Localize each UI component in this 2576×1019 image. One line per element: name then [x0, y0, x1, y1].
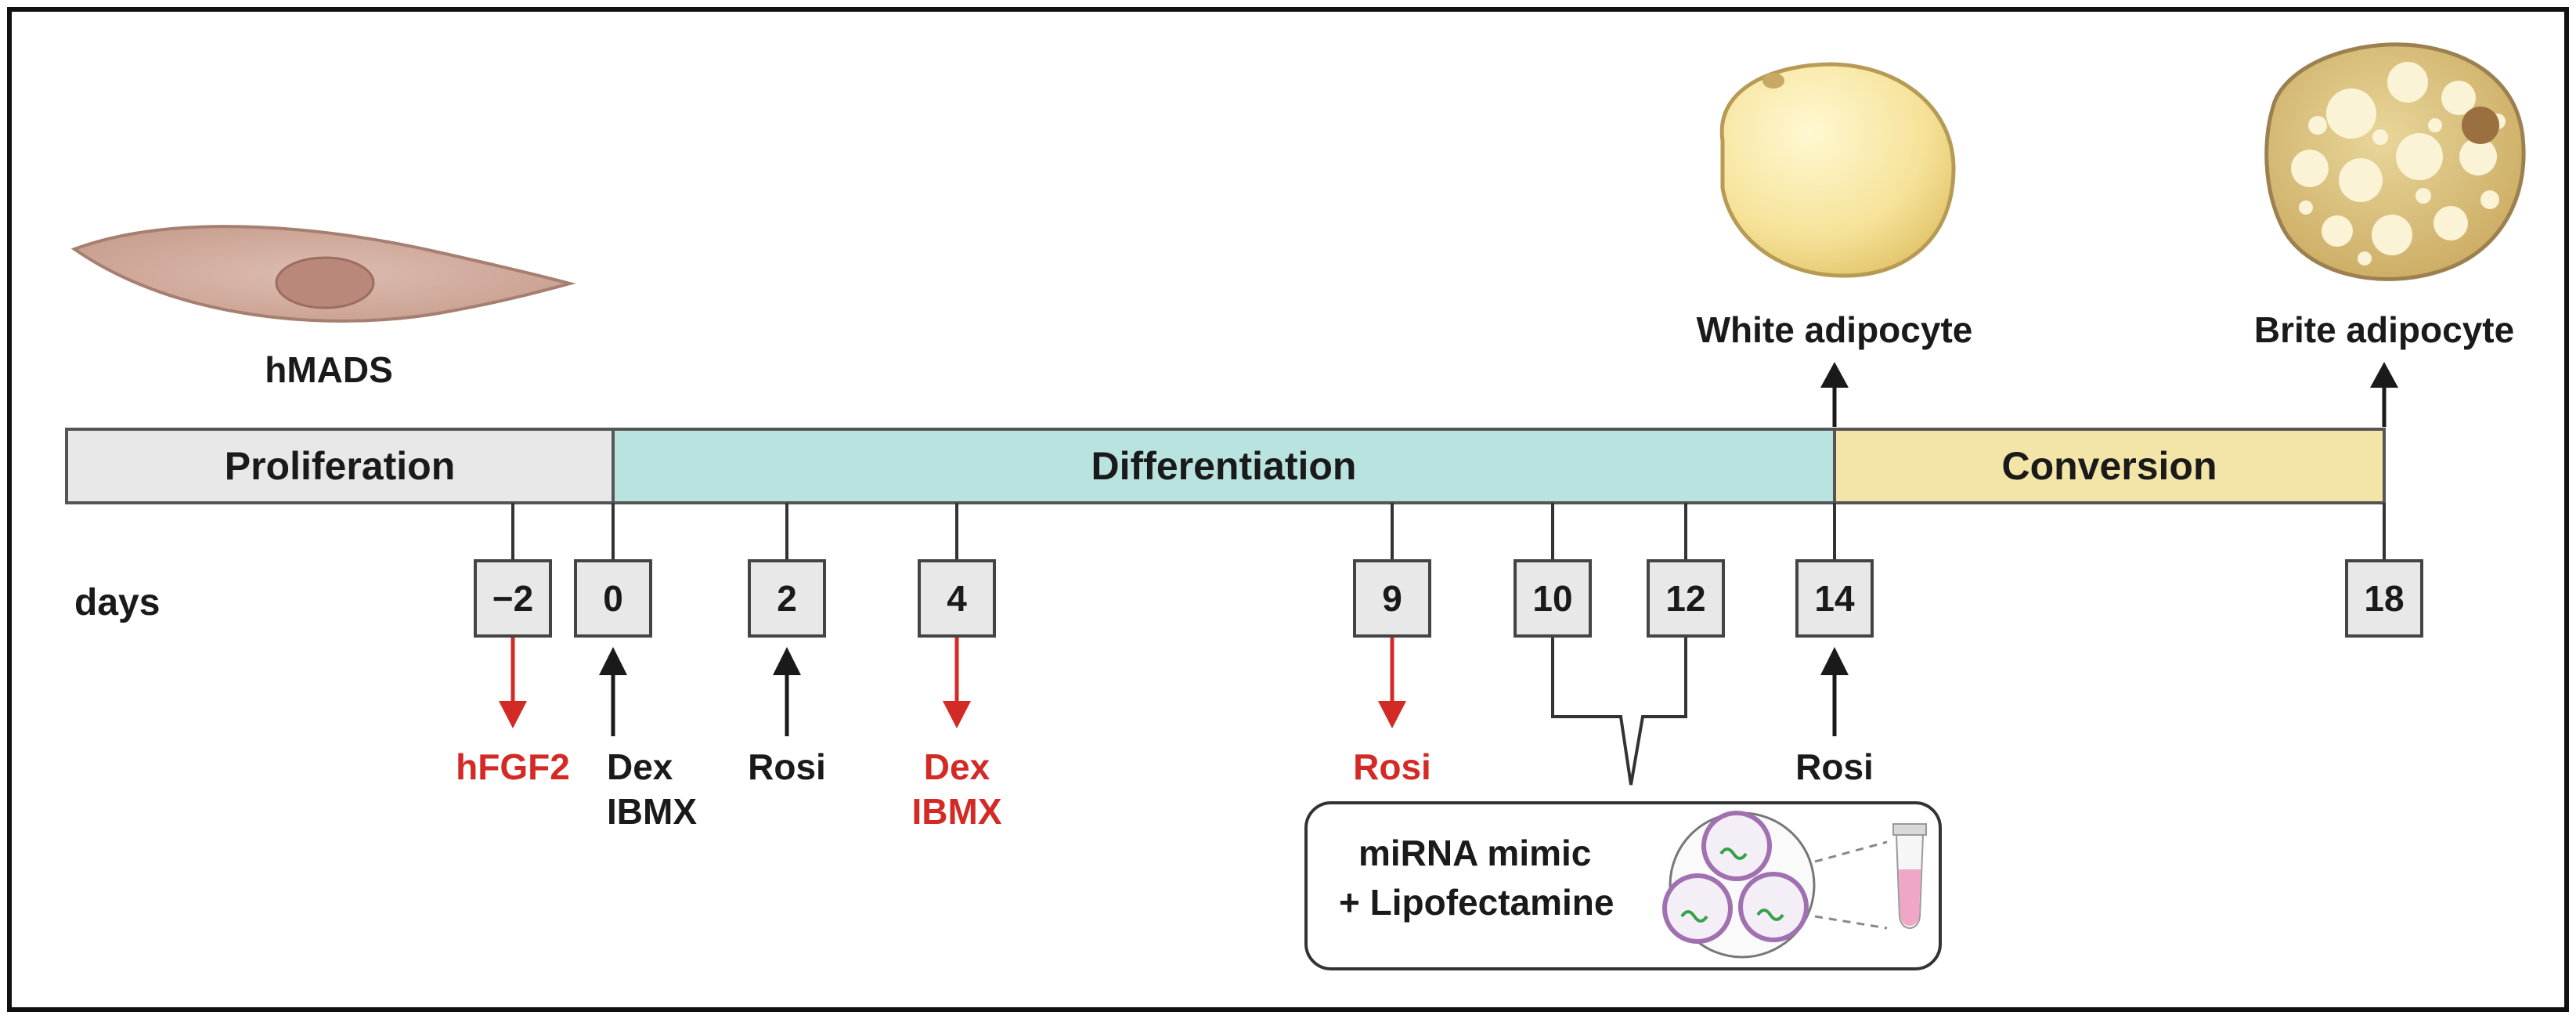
phase-conversion-label: Conversion	[2001, 444, 2217, 488]
rosi-day2-arrowhead	[773, 647, 801, 675]
days-label: days	[74, 582, 160, 623]
day-label: 10	[1532, 578, 1572, 619]
day-label: 0	[603, 578, 623, 619]
rosi-day14-arrowhead	[1820, 647, 1849, 675]
phase-differentiation-label: Differentiation	[1091, 444, 1357, 488]
day-label: 2	[777, 578, 797, 619]
hmads-cell-illustration	[70, 225, 576, 323]
day-ticks	[511, 503, 2386, 561]
white-adipocyte-arrowhead	[1820, 362, 1849, 388]
phase-proliferation-label: Proliferation	[225, 444, 455, 488]
day-box-9	[1353, 559, 1431, 638]
rosi-removal-arrowhead	[1378, 701, 1406, 728]
white-adipocyte-illustration	[1719, 62, 1956, 278]
day-box-minus2	[474, 559, 552, 638]
day-box-4	[918, 559, 996, 638]
transfection-bracket	[1551, 638, 1687, 786]
brite-adipocyte-arrowhead	[2370, 362, 2398, 388]
day-box-12	[1647, 559, 1725, 638]
phase-bar	[65, 428, 2386, 504]
treatment-hfgf2: hFGF2	[456, 746, 570, 787]
day-box-0	[574, 559, 652, 638]
day-label: 18	[2364, 578, 2404, 619]
treatment-dex-removal: Dex	[924, 746, 990, 787]
brite-adipocyte-label: Brite adipocyte	[2254, 309, 2514, 350]
day-label: 14	[1814, 578, 1855, 619]
day-box-14	[1795, 559, 1874, 638]
brite-adipocyte-illustration	[2264, 42, 2526, 281]
dex-ibmx-arrowhead	[599, 647, 627, 675]
cell-label: hMADS	[265, 349, 393, 390]
transfection-line2: + Lipofectamine	[1339, 882, 1614, 923]
figure-border	[7, 7, 2569, 1012]
day-box-10	[1513, 559, 1592, 638]
treatment-rosi-day14: Rosi	[1795, 746, 1874, 787]
treatment-ibmx: IBMX	[607, 791, 697, 832]
white-adipocyte-label: White adipocyte	[1697, 309, 1973, 350]
dex-ibmx-removal-arrowhead	[943, 701, 971, 728]
day-box-18	[2345, 559, 2423, 638]
day-label: 9	[1382, 578, 1402, 619]
phase-conversion	[1833, 428, 2386, 504]
phase-differentiation	[612, 428, 1836, 504]
treatment-rosi-removal: Rosi	[1353, 746, 1431, 787]
day-label: 4	[947, 578, 967, 619]
day-label: −2	[492, 578, 533, 619]
transfection-line1: miRNA mimic	[1358, 833, 1591, 873]
day-box-2	[748, 559, 826, 638]
day-label: 12	[1665, 578, 1705, 619]
hfgf2-arrowhead	[499, 701, 527, 728]
treatment-ibmx-removal: IBMX	[912, 791, 1002, 832]
phase-proliferation	[65, 428, 615, 504]
treatment-dex: Dex	[607, 746, 673, 787]
transfected-cells-illustration	[1662, 811, 1888, 959]
day-boxes	[474, 559, 2423, 638]
tube-icon	[1892, 823, 1927, 929]
treatment-rosi: Rosi	[748, 746, 826, 787]
